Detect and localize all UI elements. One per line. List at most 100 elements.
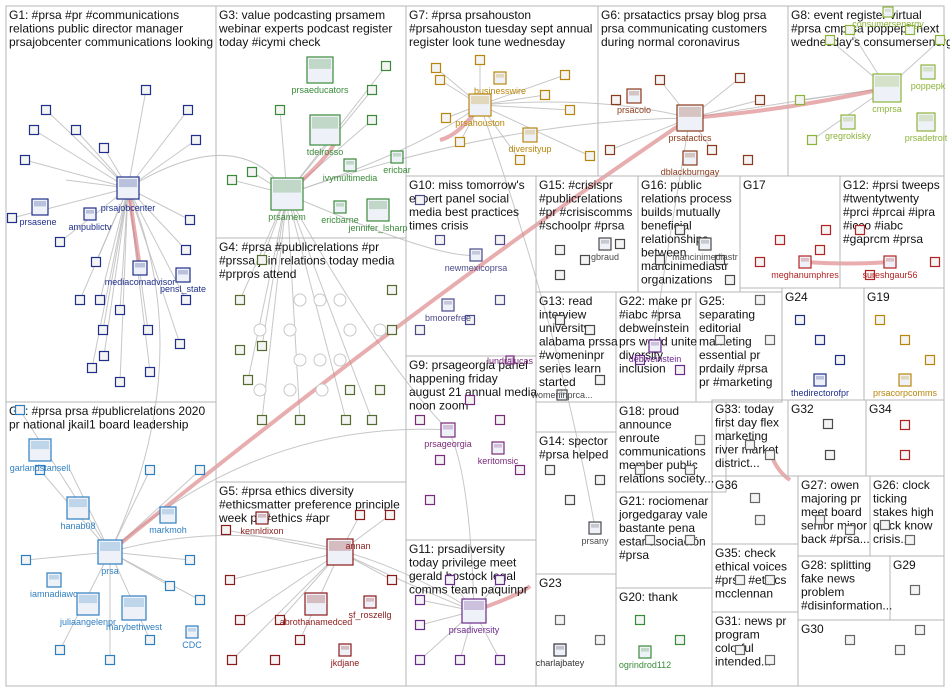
node-thumbnail bbox=[19, 154, 31, 166]
group-label-g12: G12: #prsi tweeps bbox=[843, 178, 940, 192]
node-thumbnail bbox=[164, 580, 176, 592]
node-thumbnail bbox=[70, 124, 82, 136]
node-bmoorefree[interactable]: bmoorefree bbox=[425, 298, 471, 323]
node-marybethwest[interactable]: marybethwest bbox=[106, 595, 163, 632]
node-jkdjane[interactable]: jkdjane bbox=[330, 643, 360, 668]
node-diversityup[interactable]: diversityup bbox=[508, 127, 552, 154]
node-dblackburngay[interactable]: dblackburngay bbox=[661, 150, 720, 177]
node-thumbnail bbox=[220, 524, 232, 536]
node-hanab08[interactable]: hanab08 bbox=[60, 496, 96, 531]
node-thumbnail bbox=[584, 324, 596, 336]
node-avatar bbox=[556, 389, 568, 401]
node-charlajbatey[interactable]: charlajbatey bbox=[536, 643, 585, 668]
group-label-g1: prsajobcenter communications looking bbox=[9, 35, 213, 49]
group-label-g33: marketing bbox=[715, 429, 768, 443]
node-meghanumphres[interactable]: meghanumphres bbox=[771, 255, 839, 280]
node-gbraud[interactable]: gbraud bbox=[591, 237, 619, 262]
node-thumbnail bbox=[242, 374, 254, 386]
node-prsatactics[interactable]: prsatactics bbox=[668, 104, 712, 143]
node-iamnadiawo[interactable]: iamnadiawo bbox=[30, 572, 78, 599]
node-poppepk[interactable]: poppepk bbox=[911, 64, 946, 91]
node-debweinstein[interactable]: debweinstein bbox=[629, 339, 682, 364]
node-avatar bbox=[440, 422, 456, 438]
node-sureshgaur56[interactable]: sureshgaur56 bbox=[862, 255, 918, 280]
node-businesswire[interactable]: businesswire bbox=[474, 71, 526, 96]
node-ogrindrod112[interactable]: ogrindrod112 bbox=[619, 645, 671, 670]
node-thumbnail bbox=[144, 634, 156, 646]
inter-group-edge bbox=[479, 101, 691, 119]
node-cmprsa[interactable]: cmprsa bbox=[872, 73, 902, 114]
node-prsacolo[interactable]: prsacolo bbox=[617, 88, 651, 115]
node-garlandstansell[interactable]: garlandstansell bbox=[10, 438, 71, 473]
node-thumbnail bbox=[774, 234, 786, 246]
node-avatar bbox=[116, 176, 140, 200]
node-avatar bbox=[28, 438, 52, 462]
node-prsany[interactable]: prsany bbox=[581, 521, 609, 546]
node-keritomsic[interactable]: keritomsic bbox=[478, 441, 519, 466]
node-avatar-fill bbox=[329, 541, 351, 551]
group-label-g33: G33: today bbox=[715, 402, 774, 416]
node-prsaeducators[interactable]: prsaeducators bbox=[291, 56, 349, 95]
node-juliaangelenpr[interactable]: juliaangelenpr bbox=[59, 592, 116, 627]
node-newmexicoprsa[interactable]: newmexicoprsa bbox=[445, 248, 508, 273]
node-ampublictv[interactable]: ampublictv bbox=[68, 207, 112, 232]
node-thumbnail bbox=[894, 644, 906, 656]
group-label-g16: organizations bbox=[641, 273, 712, 287]
node-prsageorgia[interactable]: prsageorgia bbox=[424, 422, 472, 449]
node-thumbnail bbox=[34, 464, 46, 476]
node-label: tdelrosso bbox=[307, 147, 344, 157]
node-avatar-fill bbox=[273, 180, 301, 193]
group-label-g15: #publicrelations bbox=[539, 192, 622, 206]
node-avatar-fill bbox=[34, 201, 46, 207]
node-mediacomadvisor[interactable]: mediacomadvisor bbox=[105, 260, 176, 287]
group-label-g1: relations public director manager bbox=[9, 22, 183, 36]
node-ivymultimedia[interactable]: ivymultimedia bbox=[323, 158, 378, 183]
node-womeninprca[interactable]: womeninprca... bbox=[530, 389, 593, 401]
node-thumbnail bbox=[822, 418, 834, 430]
node-prsajobcenter[interactable]: prsajobcenter bbox=[101, 176, 156, 213]
node-gregrokisky[interactable]: gregrokisky bbox=[825, 114, 872, 141]
node-prsahouston[interactable]: prsahouston bbox=[455, 93, 505, 128]
node-kennldixon[interactable]: kennldixon bbox=[240, 511, 284, 536]
edge bbox=[225, 529, 341, 553]
node-annan[interactable]: annan bbox=[326, 538, 371, 566]
node-label: prsasene bbox=[19, 217, 56, 227]
node-thumbnail bbox=[494, 294, 506, 306]
node-sf-roszellg[interactable]: sf_roszellg bbox=[348, 595, 392, 620]
node-avatar-fill bbox=[875, 76, 899, 87]
node-abrothanamedced[interactable]: abrothanamedced bbox=[280, 592, 353, 627]
edge bbox=[479, 104, 571, 111]
node-thumbnail bbox=[764, 654, 776, 666]
node-tdelrosso[interactable]: tdelrosso bbox=[307, 114, 344, 157]
node-markmoh[interactable]: markmoh bbox=[149, 506, 187, 535]
node-ericbar[interactable]: ericbar bbox=[383, 150, 411, 175]
node-thedirectorofpr[interactable]: thedirectorofpr bbox=[791, 373, 849, 398]
node-consumersenergy[interactable]: consumersenergy bbox=[852, 6, 924, 29]
node-thumbnail bbox=[634, 354, 646, 366]
group-label-g9: august 21 annual media bbox=[409, 385, 537, 399]
node-prsa[interactable]: prsa bbox=[97, 539, 123, 576]
node-thumbnail bbox=[98, 350, 110, 362]
node-prsasene[interactable]: prsasene bbox=[19, 198, 57, 227]
node-label: prsacorpcomms bbox=[873, 388, 938, 398]
edge bbox=[239, 551, 341, 621]
node-cdc[interactable]: CDC bbox=[182, 625, 202, 650]
node-mancinimediastr[interactable]: mancinimediastr bbox=[672, 237, 738, 262]
node-avatar bbox=[505, 355, 515, 365]
group-label-g28: fake news bbox=[801, 572, 855, 586]
group-label-g28: problem bbox=[801, 585, 844, 599]
node-prsamem[interactable]: prsamem bbox=[268, 177, 306, 222]
node-thumbnail bbox=[844, 524, 856, 536]
node-thumbnail bbox=[434, 454, 446, 466]
group-label-g11: gerald bostock legal bbox=[409, 569, 516, 583]
node-ericbarne[interactable]: ericbarne bbox=[321, 200, 359, 225]
node-lundralucas[interactable]: lundralucas bbox=[487, 355, 534, 366]
node-thumbnail bbox=[694, 434, 706, 446]
node-jennifer-lsharp[interactable]: jennifer_lsharp bbox=[347, 198, 408, 233]
node-thumbnail bbox=[899, 419, 911, 431]
node-pensl-state[interactable]: pensl_state bbox=[160, 267, 206, 294]
node-prsadiversity[interactable]: prsadiversity bbox=[449, 598, 500, 635]
node-prsadetroit[interactable]: prsadetroit bbox=[905, 112, 948, 143]
node-prsacorpcomms[interactable]: prsacorpcomms bbox=[873, 373, 938, 398]
